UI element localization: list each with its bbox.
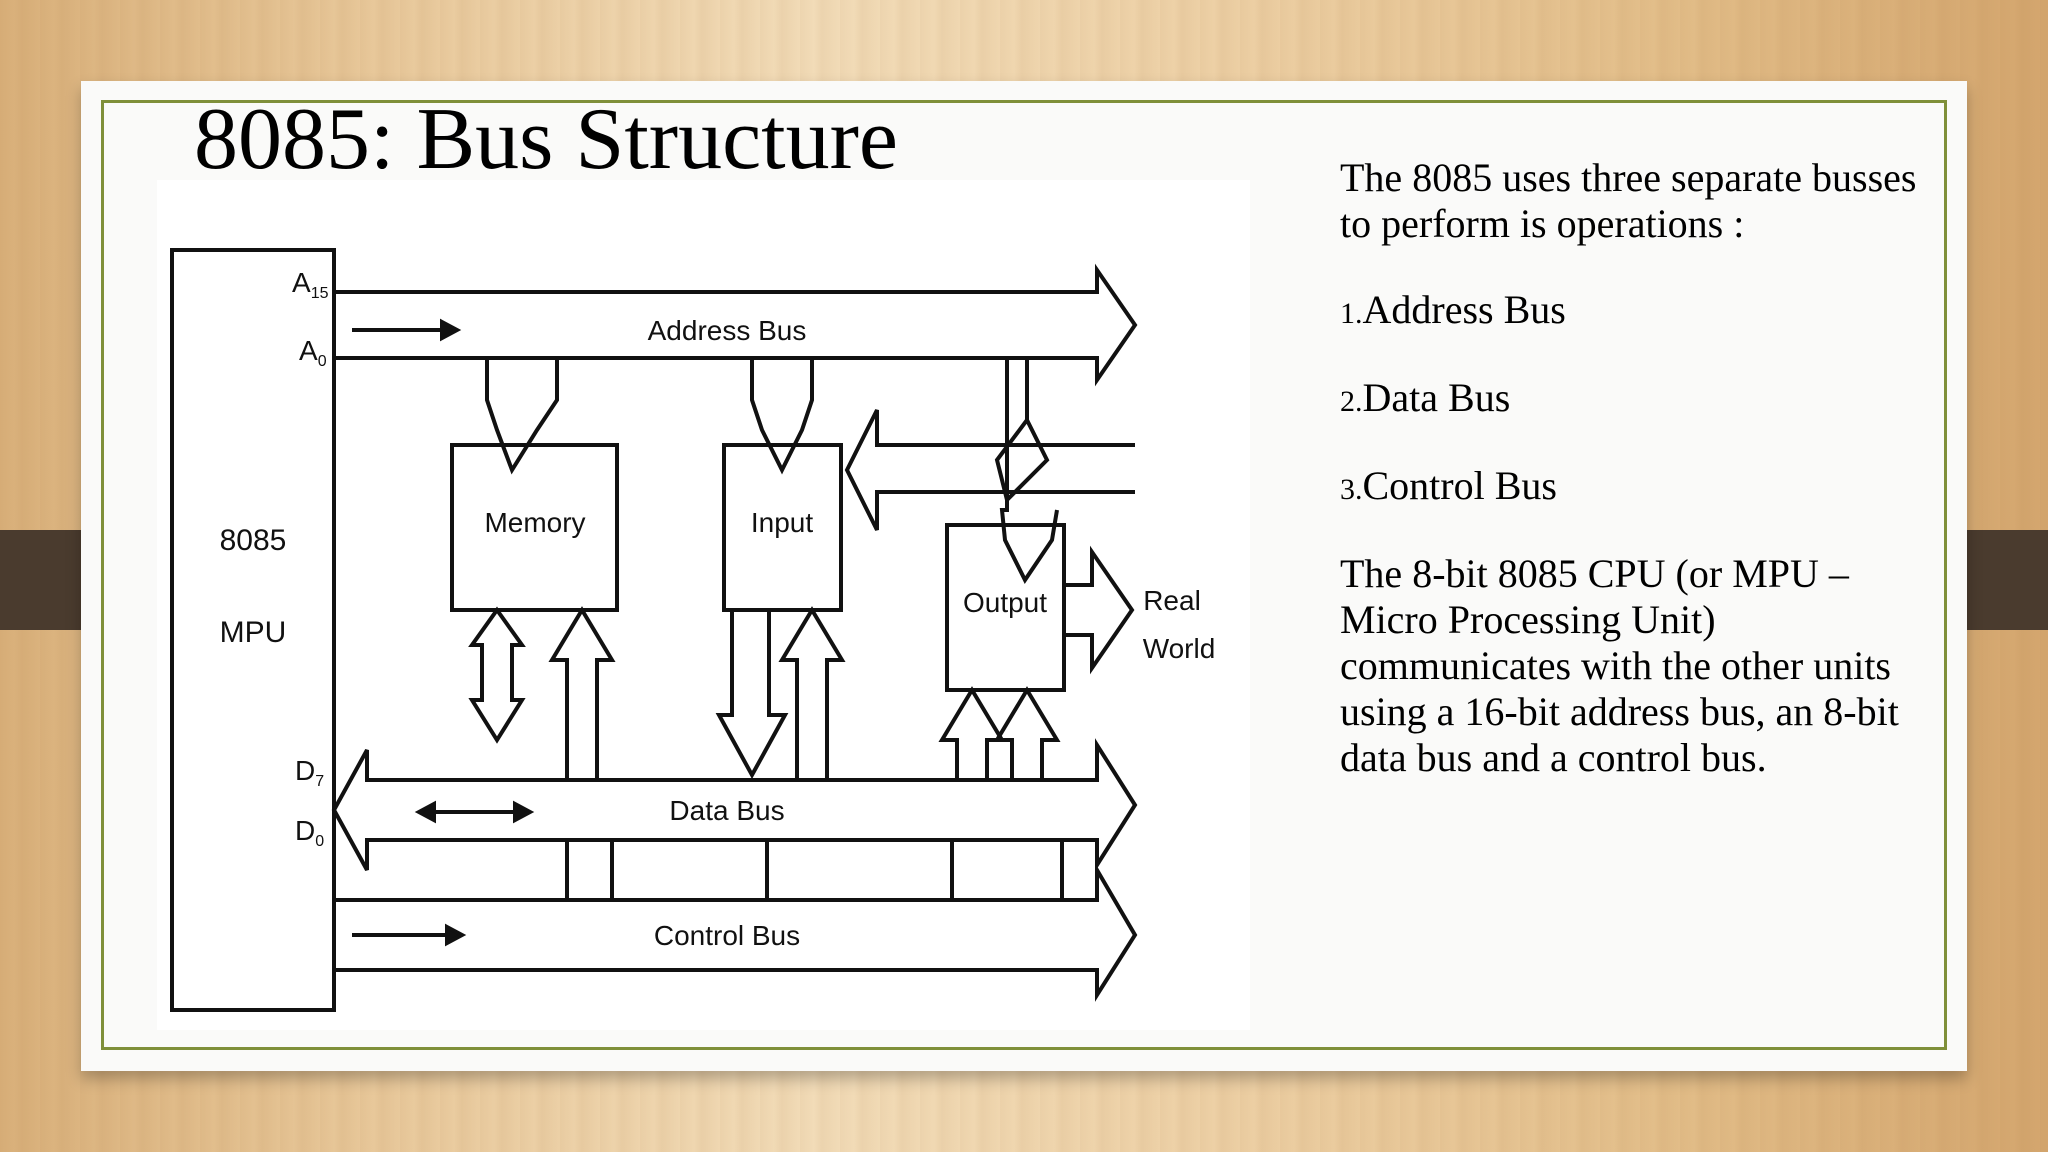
memory-data-double-arrow xyxy=(468,606,526,744)
side-text: The 8085 uses three separate busses to p… xyxy=(1340,155,1940,781)
pin-d7-label: D7 xyxy=(295,755,324,790)
pin-a0-label: A0 xyxy=(299,335,327,370)
data-bus-label: Data Bus xyxy=(669,795,784,826)
input-real-world-arrow xyxy=(844,409,1135,531)
input-box xyxy=(722,443,843,612)
output-real-world-arrow xyxy=(1064,545,1135,675)
pin-d0-label: D0 xyxy=(295,815,324,850)
address-bus-arrow xyxy=(334,263,1138,504)
memory-data-up-arrow xyxy=(548,606,616,780)
mpu-box xyxy=(170,248,336,1012)
memory-box xyxy=(450,443,619,612)
data-bus-arrow xyxy=(331,738,1138,872)
world-label: World xyxy=(1143,633,1216,664)
input-data-up-arrow xyxy=(778,606,846,780)
output-label: Output xyxy=(963,587,1047,618)
input-label: Input xyxy=(751,507,813,538)
description-text: The 8-bit 8085 CPU (or MPU – Micro Proce… xyxy=(1340,551,1899,780)
output-box xyxy=(945,523,1066,692)
bus-structure-diagram: 8085 MPU A15 A0 D7 D0 Address Bus Memory… xyxy=(157,180,1250,1030)
list-item-address-bus: 1.Address Bus xyxy=(1340,287,1566,332)
address-tap-memory xyxy=(485,358,559,475)
intro-text: The 8085 uses three separate busses to p… xyxy=(1340,155,1917,246)
control-tap-input xyxy=(610,840,769,900)
address-tap-input xyxy=(750,358,814,475)
output-data-up-arrow-2 xyxy=(993,686,1061,780)
control-tap-output xyxy=(950,840,1064,900)
address-bus-label: Address Bus xyxy=(648,315,807,346)
memory-label: Memory xyxy=(484,507,585,538)
mpu-label-1: 8085 xyxy=(220,524,287,557)
slide-frame xyxy=(101,100,1947,1050)
address-tap-output xyxy=(999,358,1059,584)
slide-title: 8085: Bus Structure xyxy=(194,91,898,188)
control-bus-label: Control Bus xyxy=(654,920,800,951)
mpu-label-2: MPU xyxy=(220,616,287,649)
real-label: Real xyxy=(1143,585,1201,616)
list-item-control-bus: 3.Control Bus xyxy=(1340,463,1557,508)
pin-a15-label: A15 xyxy=(292,267,329,302)
output-data-up-arrow-1 xyxy=(938,686,1006,780)
control-bus-arrow xyxy=(334,862,1138,1002)
input-data-down-arrow xyxy=(715,610,789,780)
list-item-data-bus: 2.Data Bus xyxy=(1340,375,1511,420)
